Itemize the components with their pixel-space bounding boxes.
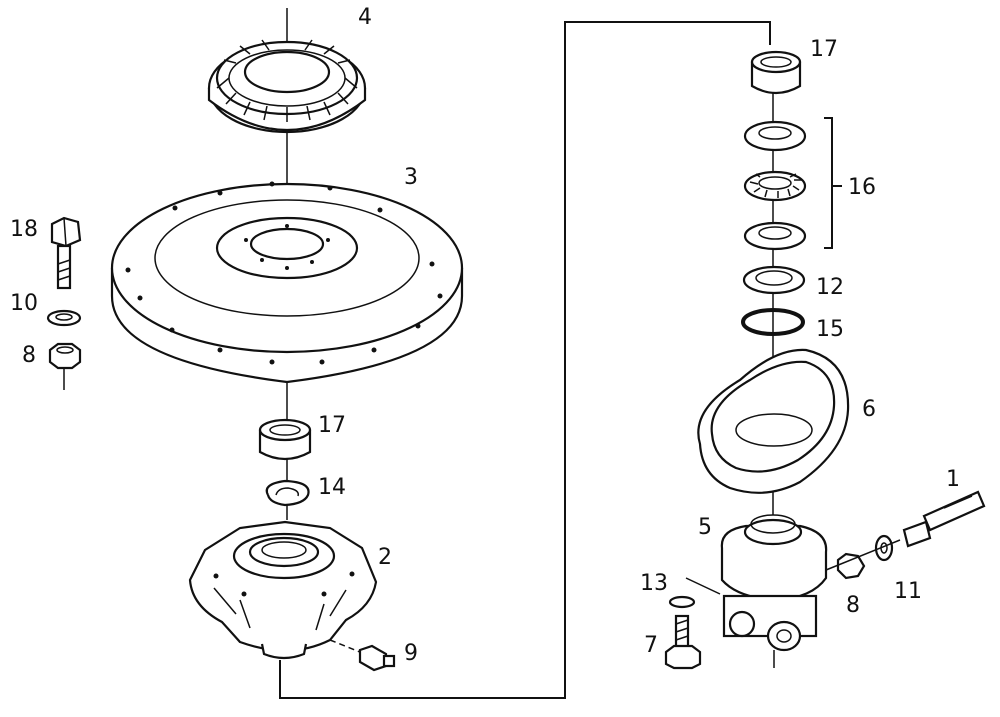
part-1-adjuster-rod <box>825 490 986 571</box>
part-16-bracket <box>824 117 842 249</box>
part-2-housing <box>188 520 378 660</box>
label-part-17-right: 17 <box>810 37 838 62</box>
part-14-snap-ring <box>265 479 310 507</box>
part-8-hex-nut-right <box>836 552 866 580</box>
part-18-bolt <box>50 216 82 290</box>
label-part-14: 14 <box>318 475 346 500</box>
label-part-6: 6 <box>862 397 876 422</box>
label-part-16: 16 <box>848 175 876 200</box>
part-8-hex-nut-left <box>48 342 82 390</box>
part-17-bearing-left <box>258 418 312 461</box>
assembly-connector-line <box>279 21 771 699</box>
label-part-17-left: 17 <box>318 413 346 438</box>
part-13-washer <box>668 577 721 609</box>
label-part-10: 10 <box>10 291 38 316</box>
part-10-lock-washer <box>46 309 82 327</box>
part-11-washer <box>874 534 894 562</box>
label-part-9: 9 <box>404 641 418 666</box>
label-part-18: 18 <box>10 217 38 242</box>
part-7-bolt <box>664 614 702 670</box>
label-part-13: 13 <box>640 571 668 596</box>
label-part-12: 12 <box>816 275 844 300</box>
part-9-grease-nipple <box>329 639 396 672</box>
label-part-8-left: 8 <box>22 343 36 368</box>
part-16-thrust-bearing-set <box>743 117 842 251</box>
label-part-4: 4 <box>358 5 372 30</box>
label-part-8-right: 8 <box>846 593 860 618</box>
label-part-3: 3 <box>404 165 418 190</box>
part-4-toothed-ring <box>207 39 367 134</box>
part-3-flange-disc <box>110 181 464 384</box>
label-part-1: 1 <box>946 467 960 492</box>
label-part-7: 7 <box>644 633 658 658</box>
part-15-o-ring <box>741 308 805 336</box>
label-part-2: 2 <box>378 545 392 570</box>
part-5-valve-body <box>720 514 828 668</box>
part-12-washer <box>742 265 806 295</box>
label-part-11: 11 <box>894 579 922 604</box>
part-6-belt-ring <box>697 348 850 494</box>
part-17-bearing-right <box>750 50 802 95</box>
label-part-5: 5 <box>698 515 712 540</box>
label-part-15: 15 <box>816 317 844 342</box>
